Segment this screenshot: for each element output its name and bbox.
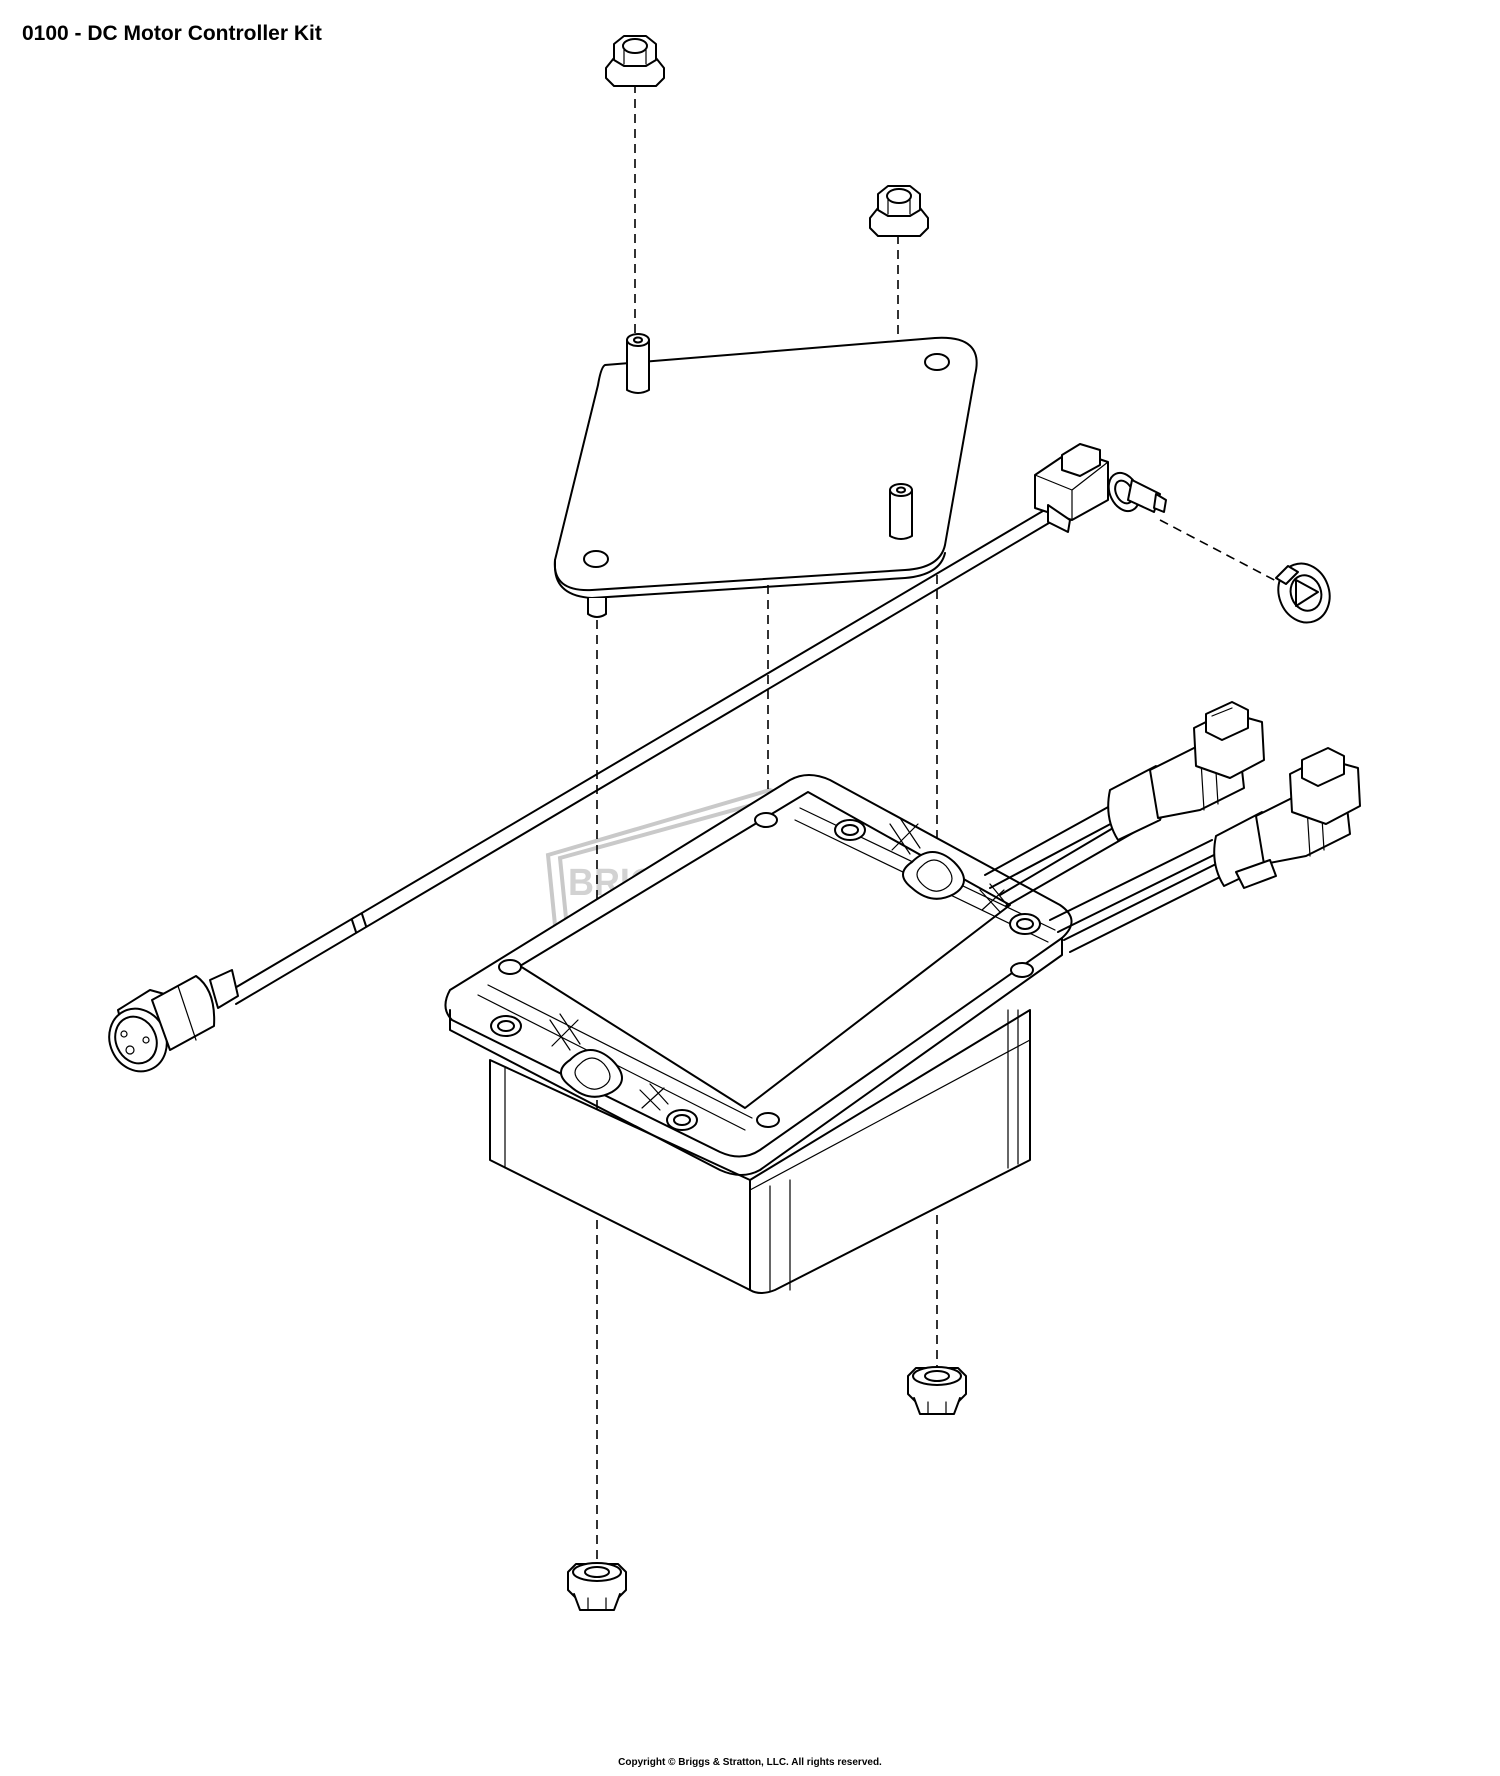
power-connector-lower: [1213, 747, 1361, 889]
flange-nut-top-left: [605, 35, 665, 87]
diagram-title: 0100 - DC Motor Controller Kit: [22, 22, 322, 45]
sensor-plug-connector: [108, 969, 239, 1073]
flange-nut-top-right: [869, 185, 929, 237]
assembly-guide-lines: [596, 84, 1281, 1565]
mounting-plate: [553, 333, 978, 618]
speed-sensor-connector: [1034, 443, 1167, 533]
sensor-cable: [227, 507, 1055, 1005]
plate-hole: [583, 550, 609, 568]
retaining-clip: [1275, 562, 1331, 624]
plate-hole: [924, 353, 950, 371]
power-connector-upper: [1107, 701, 1265, 841]
flange-nut-bottom-left: [567, 1562, 627, 1611]
motor-controller-unit: [444, 774, 1073, 1294]
copyright-notice: Copyright © Briggs & Stratton, LLC. All …: [618, 1757, 882, 1768]
power-cable-harness: [984, 805, 1231, 953]
flange-nut-bottom-right: [907, 1366, 967, 1415]
